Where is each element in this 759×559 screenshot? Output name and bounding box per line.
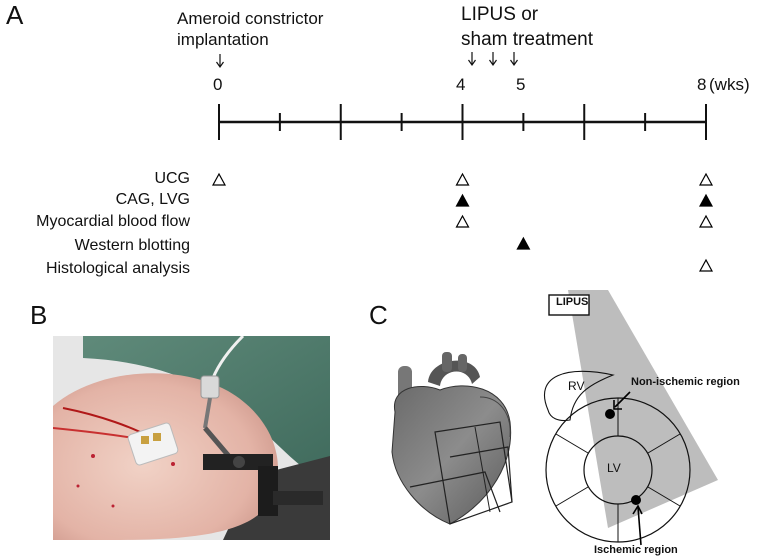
panel-c-letter: C bbox=[369, 300, 388, 330]
rv-label: RV bbox=[568, 379, 585, 393]
panel-a-letter: A bbox=[6, 0, 24, 30]
tick-label-4: 4 bbox=[456, 75, 466, 94]
open-triangle-marker bbox=[698, 172, 714, 186]
heart-illustration bbox=[391, 352, 513, 525]
open-triangle-marker bbox=[455, 172, 470, 186]
filled-triangle-marker bbox=[516, 236, 531, 250]
filled-triangle-marker bbox=[455, 193, 470, 207]
tick-label-8: 8 bbox=[697, 75, 707, 94]
row-label-myocardial-blood-flow: Myocardial blood flow bbox=[36, 213, 190, 230]
rv-outline bbox=[543, 370, 615, 422]
lv-schematic bbox=[543, 290, 718, 546]
timeline-ticks bbox=[218, 104, 707, 140]
timeline-diagram bbox=[211, 52, 714, 272]
lipus-beam bbox=[568, 290, 718, 528]
lipus-box bbox=[548, 294, 590, 316]
tick-label-0: 0 bbox=[213, 75, 223, 94]
panel-b-letter: B bbox=[30, 300, 48, 330]
row-label-ucg: UCG bbox=[154, 170, 190, 187]
row-label-cag-lvg: CAG, LVG bbox=[115, 191, 190, 208]
lv-label: LV bbox=[607, 461, 621, 475]
lipus-annotation-line2: sham treatment bbox=[461, 29, 593, 50]
ischemic-dot bbox=[631, 495, 641, 505]
open-triangle-marker bbox=[698, 214, 714, 228]
non-ischemic-label: Non-ischemic region bbox=[631, 376, 740, 388]
open-triangle-marker bbox=[211, 172, 227, 186]
lipus-arrow-3-head bbox=[510, 59, 518, 67]
lipus-arrow-1-head bbox=[468, 59, 476, 67]
open-triangle-marker bbox=[698, 258, 714, 272]
row-label-histological-analysis: Histological analysis bbox=[45, 260, 190, 277]
ameroid-annotation-line1: Ameroid constrictor bbox=[177, 9, 324, 28]
lipus-annotation: LIPUS or sham treatment bbox=[461, 2, 593, 52]
ischemic-label: Ischemic region bbox=[594, 544, 678, 556]
ameroid-annotation: Ameroid constrictor implantation bbox=[177, 8, 323, 50]
non-ischemic-arrow bbox=[614, 391, 631, 408]
lipus-arrow-2-head bbox=[489, 59, 497, 67]
ameroid-annotation-line2: implantation bbox=[177, 30, 269, 49]
ameroid-arrow-head bbox=[216, 61, 224, 69]
pig-experiment-photo bbox=[53, 336, 330, 540]
filled-triangle-marker bbox=[698, 193, 714, 207]
ischemic-arrow bbox=[637, 506, 642, 546]
row-label-western-blotting: Western blotting bbox=[74, 237, 190, 254]
weeks-unit-label: (wks) bbox=[709, 75, 750, 94]
lipus-label: LIPUS bbox=[556, 296, 589, 308]
lipus-annotation-line1: LIPUS or bbox=[461, 4, 539, 25]
timeline-marks bbox=[211, 172, 714, 272]
open-triangle-marker bbox=[455, 214, 470, 228]
tick-label-5: 5 bbox=[516, 75, 526, 94]
non-ischemic-dot bbox=[605, 409, 615, 419]
